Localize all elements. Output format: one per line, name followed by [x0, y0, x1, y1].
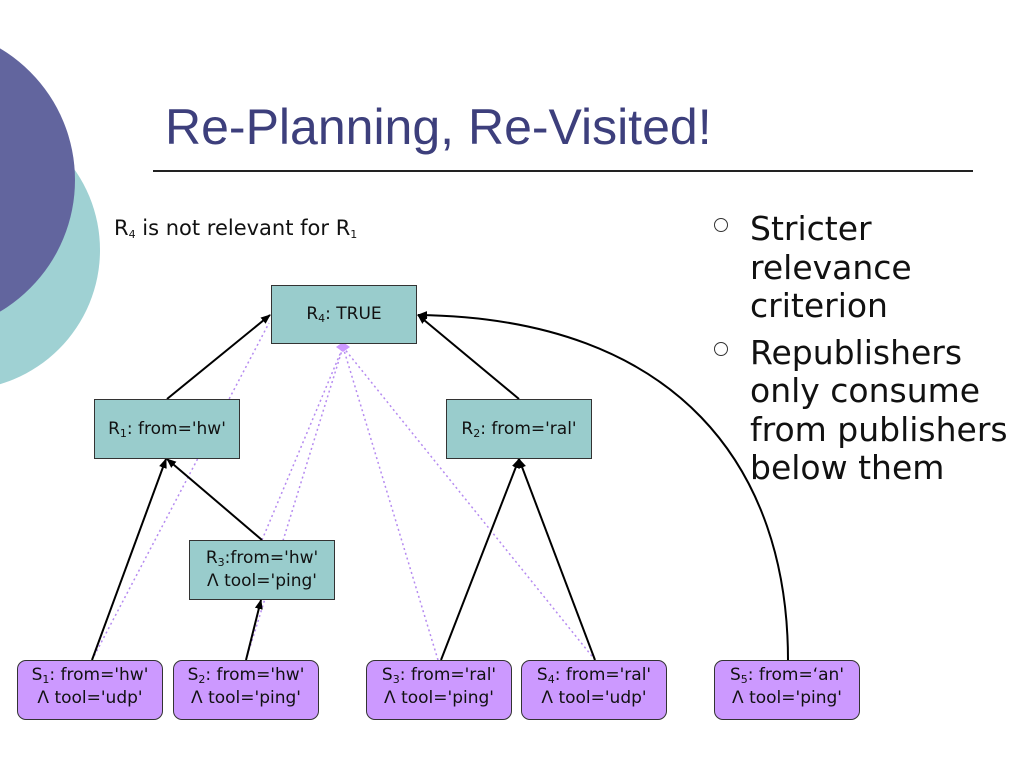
- bullet-list: Stricter relevance criterion Republisher…: [712, 209, 1012, 496]
- node-r1: R1: from='hw': [94, 399, 240, 459]
- node-r2: R2: from='ral': [446, 399, 592, 459]
- relevance-note: R4 is not relevant for R1: [114, 216, 358, 241]
- title-divider: [153, 170, 973, 172]
- bullet-item: Stricter relevance criterion: [712, 209, 1012, 326]
- node-r3: R3:from='hw'Λ tool='ping': [189, 540, 335, 600]
- node-r4: R4: TRUE: [271, 285, 417, 344]
- node-s2: S2: from='hw'Λ tool='ping': [173, 660, 319, 720]
- bullet-item: Republishers only consume from publisher…: [712, 333, 1012, 488]
- node-s3: S3: from='ral'Λ tool='ping': [366, 660, 512, 720]
- hollow-circle-bullet-icon: [714, 218, 728, 232]
- slide-title: Re-Planning, Re-Visited!: [165, 99, 712, 155]
- node-s4: S4: from='ral'Λ tool='udp': [521, 660, 667, 720]
- decorative-circles: [0, 48, 100, 385]
- node-s1: S1: from='hw'Λ tool='udp': [17, 660, 163, 720]
- node-s5: S5: from=‘an'Λ tool='ping': [714, 660, 860, 720]
- hollow-circle-bullet-icon: [714, 341, 728, 356]
